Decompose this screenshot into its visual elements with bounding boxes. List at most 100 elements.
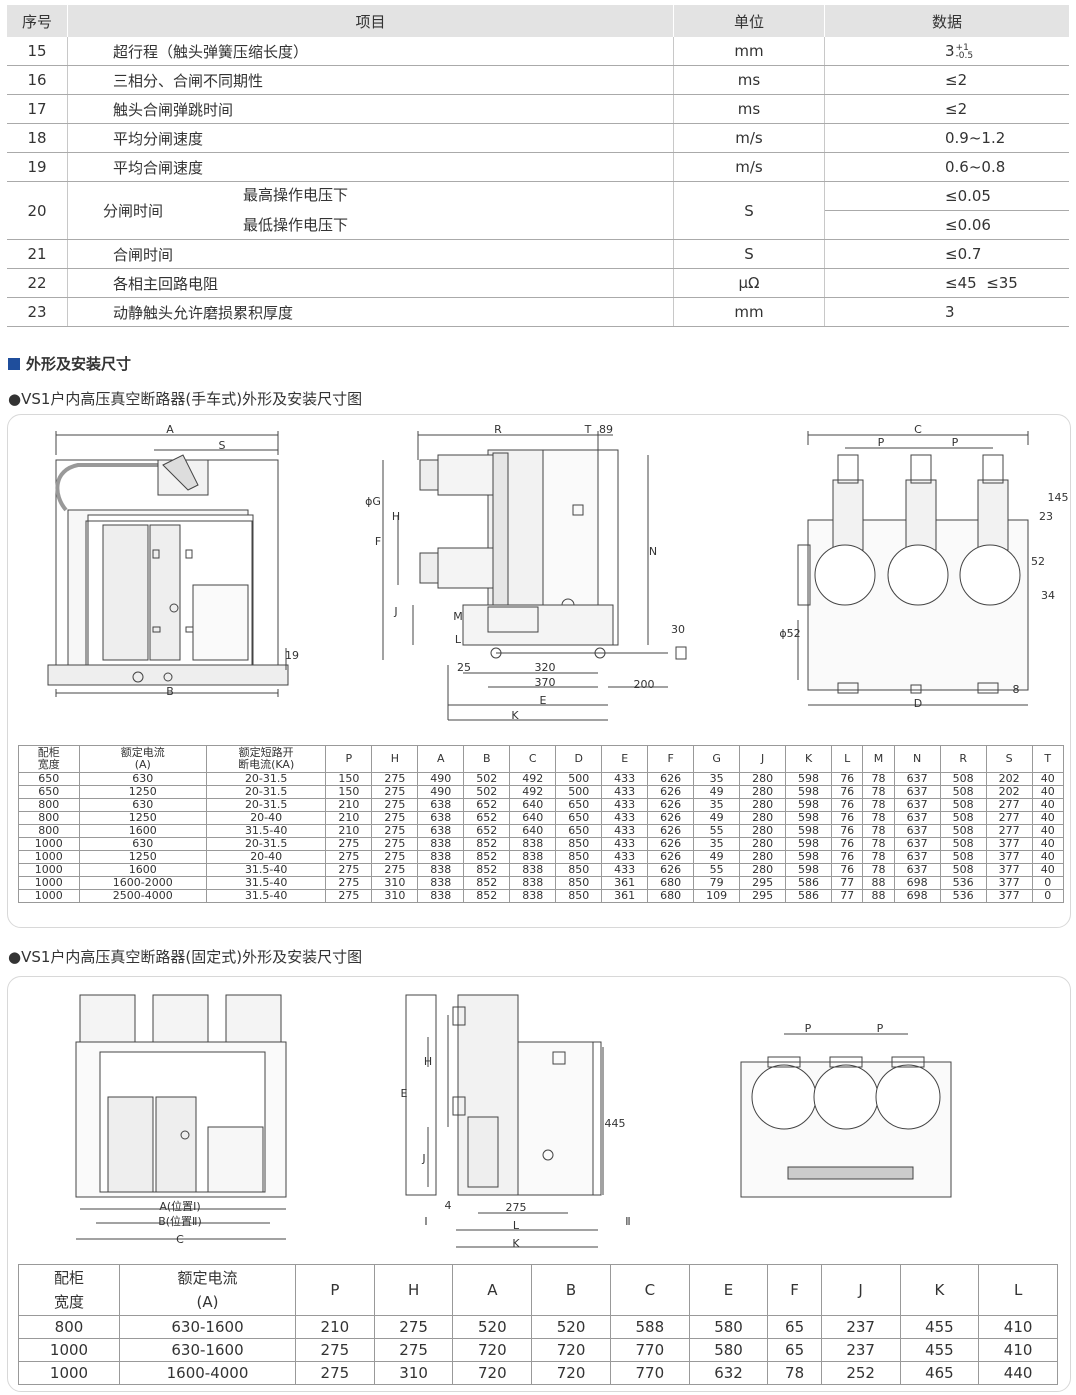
table-cell: 850 [555, 837, 603, 851]
dim-P2: P [877, 1022, 884, 1035]
col-width: 配柜宽度 [18, 1264, 120, 1316]
table-cell: 650 [18, 772, 80, 786]
dim-C: C [176, 1233, 184, 1246]
section-title-text: 外形及安装尺寸 [26, 355, 132, 373]
table-cell: 275 [371, 850, 419, 864]
table-cell: 650 [555, 824, 603, 838]
handcart-title: ●VS1户内高压真空断路器(手车式)外形及安装尺寸图 [8, 390, 363, 408]
row-item: 动静触头允许磨损累积厚度 [67, 297, 674, 327]
dim-23: 23 [1039, 510, 1053, 523]
table-cell: 35 [693, 798, 741, 812]
table-cell: 31.5-40 [205, 824, 327, 838]
col-K: K [785, 745, 833, 773]
table-cell: 275 [371, 785, 419, 799]
table-cell: 275 [325, 837, 373, 851]
table-cell: 720 [452, 1338, 533, 1362]
table-cell: 637 [893, 824, 941, 838]
table-cell: 65 [767, 1315, 822, 1339]
row-value: ≤0.7 [824, 239, 1069, 269]
handcart-panel: A S B 19 R T 89 ϕG H F J M L N 25 320 37… [7, 414, 1071, 928]
dim-phi52: ϕ52 [779, 627, 800, 640]
table-cell: 586 [785, 876, 833, 890]
table-cell: 640 [509, 798, 557, 812]
table-cell: 440 [978, 1361, 1058, 1385]
table-cell: 275 [325, 876, 373, 890]
table-cell: 652 [463, 824, 511, 838]
col-K: K [899, 1264, 980, 1316]
col-D: D [555, 745, 603, 773]
dim-H: H [392, 510, 400, 523]
table-cell: 31.5-40 [205, 863, 327, 877]
table-cell: 626 [647, 772, 695, 786]
value-sub: -0.5 [955, 50, 974, 61]
table-cell: 280 [739, 863, 787, 877]
dim-30: 30 [671, 623, 685, 636]
table-cell: 626 [647, 837, 695, 851]
table-cell: 277 [985, 811, 1033, 825]
dim-P1: P [805, 1022, 812, 1035]
value-main: 3 [945, 42, 955, 60]
table-cell: 1600 [78, 863, 207, 877]
dim-G: ϕG [365, 495, 381, 508]
col-width: 配柜宽度 [18, 745, 80, 773]
spec-table: 序号 项目 单位 数据 15 超行程（触头弹簧压缩长度） mm 3+1-0.5 … [7, 5, 1069, 327]
col-S: S [985, 745, 1033, 773]
row-value: ≤2 [824, 65, 1069, 95]
table-cell: 76 [831, 824, 864, 838]
table-cell: 598 [785, 863, 833, 877]
table-cell: 630 [78, 798, 207, 812]
dim-19: 19 [285, 649, 299, 662]
row-value: 3 [824, 297, 1069, 327]
label-position-2: Ⅱ [625, 1215, 630, 1228]
row-no: 19 [7, 152, 68, 182]
dim-L: L [455, 633, 462, 646]
table-header-row: 配柜宽度 额定电流(A) P H A B C E F J K L [18, 1264, 1058, 1316]
table-cell: 1600-2000 [78, 876, 207, 890]
dim-K: K [512, 1237, 520, 1250]
table-cell: 580 [688, 1338, 769, 1362]
dim-275: 275 [506, 1201, 527, 1214]
col-J: J [820, 1264, 901, 1316]
table-cell: 237 [820, 1315, 901, 1339]
table-cell: 508 [939, 785, 987, 799]
row-item-label: 分闸时间 [103, 202, 164, 220]
table-cell: 508 [939, 824, 987, 838]
table-cell: 720 [452, 1361, 533, 1385]
table-cell: 277 [985, 824, 1033, 838]
dim-34: 34 [1041, 589, 1055, 602]
table-cell: 720 [531, 1338, 611, 1362]
table-cell: 88 [862, 876, 895, 890]
table-cell: 698 [893, 876, 941, 890]
header-no: 序号 [7, 5, 68, 37]
spec-header-row: 序号 项目 单位 数据 [7, 5, 1069, 37]
side-view [382, 431, 687, 721]
row-unit: μΩ [673, 268, 825, 298]
table-cell: 770 [609, 1361, 690, 1385]
fixed-front-view [75, 994, 287, 1240]
table-cell: 275 [325, 850, 373, 864]
fixed-title: ●VS1户内高压真空断路器(固定式)外形及安装尺寸图 [8, 948, 363, 966]
row-value: 3+1-0.5 [824, 37, 1069, 66]
table-cell: 838 [509, 889, 557, 903]
dim-C: C [914, 423, 922, 436]
row-no: 23 [7, 297, 68, 327]
row-item-sub-a: 最高操作电压下 [243, 186, 349, 204]
row-item: 平均合闸速度 [67, 152, 674, 182]
dim-320: 320 [535, 661, 556, 674]
table-cell: 637 [893, 772, 941, 786]
table-cell: 35 [693, 837, 741, 851]
row-unit: mm [673, 37, 825, 66]
col-breaking: 额定短路开断电流(KA) [205, 745, 327, 773]
dim-25: 25 [457, 661, 471, 674]
fixed-drawing: A(位置Ⅰ) B(位置Ⅱ) C H E J 4 445 275 L K Ⅰ Ⅱ … [75, 994, 952, 1250]
row-unit: mm [673, 297, 825, 327]
col-A: A [417, 745, 465, 773]
table-cell: 361 [601, 889, 649, 903]
table-cell: 598 [785, 837, 833, 851]
table-row: 18 平均分闸速度 m/s 0.9~1.2 [7, 123, 1069, 153]
table-cell: 850 [555, 850, 603, 864]
table-row: 16 三相分、合闸不同期性 ms ≤2 [7, 65, 1069, 95]
